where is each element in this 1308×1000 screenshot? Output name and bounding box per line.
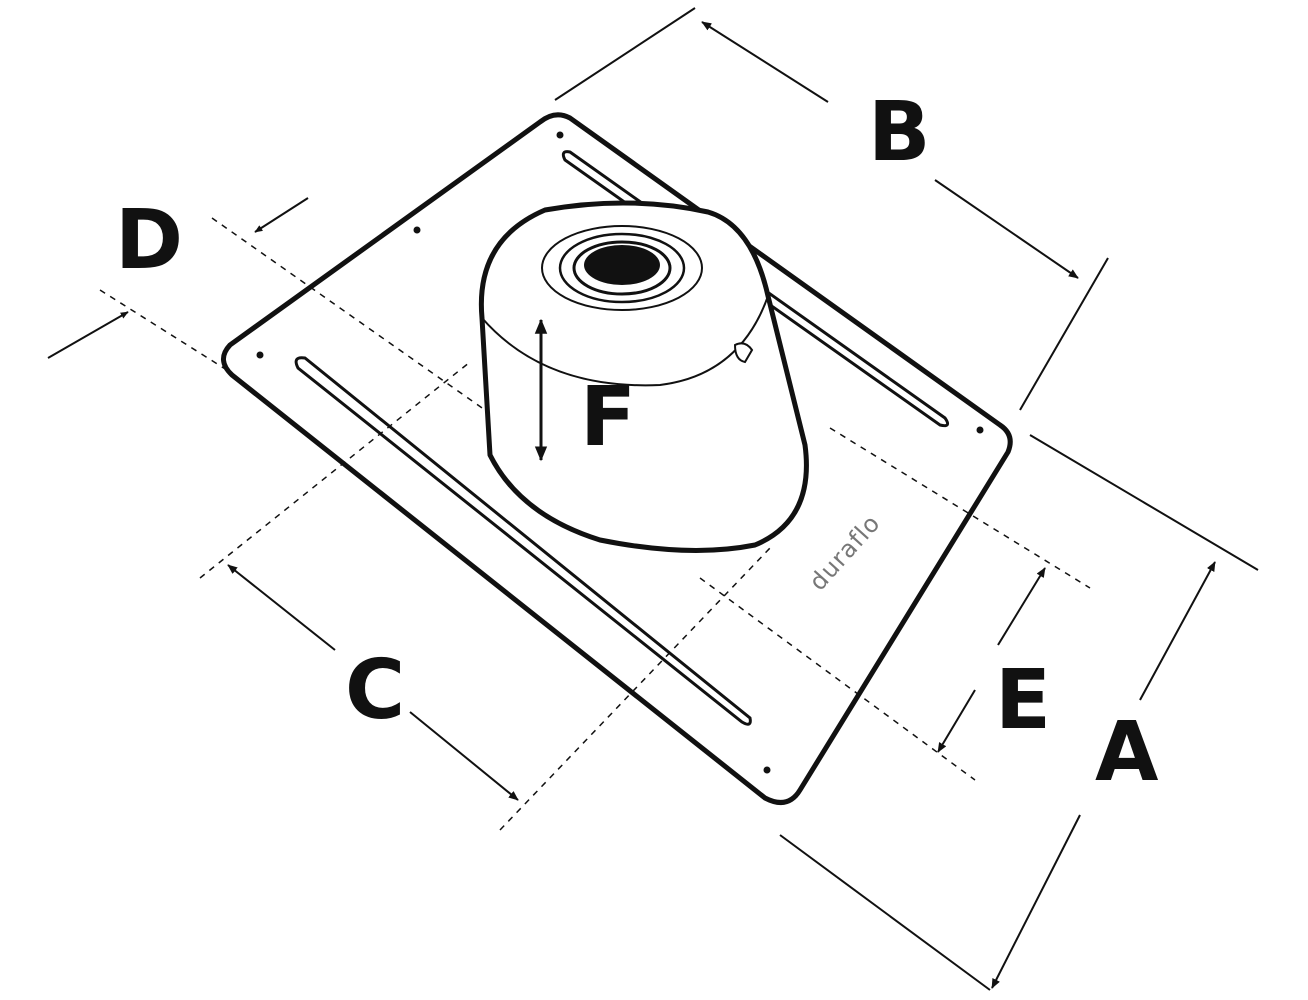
collar-ring-inner bbox=[572, 240, 672, 296]
rivet-hole bbox=[256, 351, 264, 359]
dimension-label-c: C bbox=[345, 643, 405, 738]
dimension-label-b: B bbox=[868, 85, 931, 180]
rivet-hole bbox=[763, 766, 771, 774]
dimension-label-d: D bbox=[115, 193, 183, 288]
clamp-tab bbox=[733, 342, 754, 364]
collar-ring-outer bbox=[541, 225, 703, 311]
rivet-hole bbox=[976, 426, 984, 434]
dimension-label-e: E bbox=[995, 653, 1051, 748]
boot-opening bbox=[584, 245, 660, 285]
rivet-hole bbox=[413, 226, 421, 234]
collar-ring-mid bbox=[558, 232, 686, 304]
dashed-reference-lines bbox=[99, 217, 1091, 831]
rivet-hole bbox=[556, 131, 564, 139]
flashing-boot bbox=[478, 200, 809, 553]
dimension-lines bbox=[47, 7, 1259, 991]
dimension-label-a: A bbox=[1095, 705, 1159, 800]
dimension-label-f: F bbox=[580, 370, 636, 465]
slot-lower bbox=[294, 356, 752, 726]
